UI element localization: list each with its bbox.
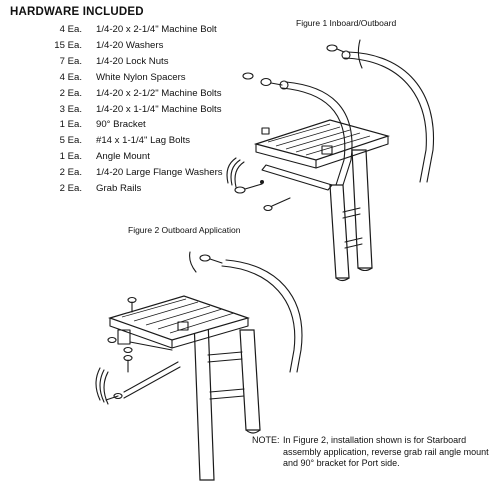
note-label: NOTE: — [252, 435, 280, 445]
figure2-bracket — [95, 296, 181, 405]
figure2-drawing — [95, 251, 303, 481]
hardware-item: 5 Ea. #14 x 1-1/4" Lag Bolts — [0, 135, 260, 147]
figure1-hardware — [226, 39, 363, 212]
hardware-qty: 3 Ea. — [59, 103, 82, 115]
hardware-qty: 2 Ea. — [59, 183, 82, 194]
hardware-item: 1 Ea. Angle Mount — [0, 151, 260, 163]
hardware-desc: 1/4-20 x 2-1/2" Machine Bolts — [96, 87, 222, 99]
hardware-desc: 90° Bracket — [96, 119, 146, 131]
hardware-desc: 1/4-20 Washers — [96, 39, 164, 51]
hardware-qty: 5 Ea. — [59, 135, 82, 147]
hardware-item: 4 Ea. White Nylon Spacers — [0, 72, 260, 84]
hardware-item: 2 Ea. Grab Rails — [0, 183, 260, 195]
figure1-step — [253, 119, 391, 191]
hardware-desc: 1/4-20 Lock Nuts — [96, 55, 169, 67]
hardware-qty: 2 Ea. — [59, 167, 82, 179]
figure1-grab-rails — [279, 50, 435, 186]
hardware-item: 1 Ea. 90° Bracket — [0, 119, 260, 131]
hardware-desc: #14 x 1-1/4" Lag Bolts — [96, 135, 191, 147]
hardware-desc: Angle Mount — [96, 151, 150, 163]
figure2-step — [108, 295, 250, 349]
hardware-qty: 2 Ea. — [59, 87, 82, 99]
figure2-label: Figure 2 Outboard Application — [128, 225, 241, 235]
hardware-desc: 1/4-20 x 2-1/4" Machine Bolt — [96, 24, 217, 35]
figure2-ladder — [193, 319, 261, 481]
hardware-qty: 4 Ea. — [59, 24, 82, 35]
hardware-item: 4 Ea. 1/4-20 x 2-1/4" Machine Bolt — [0, 24, 260, 36]
hardware-item: 15 Ea. 1/4-20 Washers — [0, 40, 260, 52]
hardware-desc: 1/4-20 Large Flange Washers — [96, 167, 223, 179]
hardware-qty: 7 Ea. — [59, 55, 82, 67]
hardware-item: 3 Ea. 1/4-20 x 1-1/4" Machine Bolts — [0, 104, 260, 116]
hardware-desc: White Nylon Spacers — [96, 71, 186, 83]
hardware-item: 7 Ea. 1/4-20 Lock Nuts — [0, 56, 260, 68]
hardware-desc: Grab Rails — [96, 183, 142, 194]
hardware-qty: 15 Ea. — [54, 39, 82, 51]
hardware-qty: 1 Ea. — [59, 119, 82, 131]
note-text: In Figure 2, installation shown is for S… — [283, 435, 489, 469]
hardware-title: HARDWARE INCLUDED — [10, 6, 144, 18]
hardware-qty: 1 Ea. — [59, 151, 82, 163]
hardware-item: 2 Ea. 1/4-20 Large Flange Washers — [0, 167, 260, 179]
figure1-drawing — [226, 39, 435, 282]
figure1-label: Figure 1 Inboard/Outboard — [296, 18, 397, 28]
figure2-grab-rail — [189, 251, 303, 373]
hardware-desc: 1/4-20 x 1-1/4" Machine Bolts — [96, 103, 222, 115]
hardware-qty: 4 Ea. — [59, 71, 82, 83]
figure1-ladder — [329, 149, 373, 282]
hardware-item: 2 Ea. 1/4-20 x 2-1/2" Machine Bolts — [0, 88, 260, 100]
